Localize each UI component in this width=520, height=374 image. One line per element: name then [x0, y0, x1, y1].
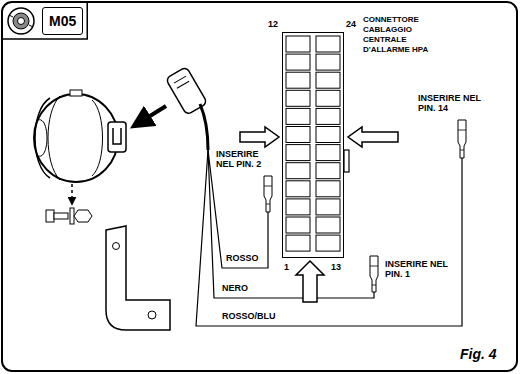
pin-cell: [286, 36, 310, 52]
pin-cell: [286, 235, 310, 251]
block-arrow: [296, 261, 324, 302]
wire-color-label: ROSSO: [226, 253, 259, 263]
pin-cell: [286, 163, 310, 179]
header-frame: [2, 2, 87, 39]
connector-tab: [344, 150, 349, 172]
siren-icon: [8, 8, 34, 34]
module-code: M05: [49, 13, 76, 29]
block-arrow: [240, 127, 279, 147]
wire: [208, 150, 374, 298]
pin-cell: [286, 72, 310, 88]
dashed-arrow: [71, 184, 73, 204]
terminal: [370, 256, 378, 292]
figure-caption: Fig. 4: [458, 346, 499, 362]
pin-cell: [316, 217, 340, 233]
pin-cell: [286, 90, 310, 106]
bracket: [106, 226, 170, 330]
instruction-label: INSERIRE NEL PIN. 1: [385, 259, 455, 279]
pin-number: 24: [346, 19, 356, 29]
siren: [34, 90, 126, 182]
connector-cells: [286, 36, 340, 251]
pin-cell: [316, 90, 340, 106]
module-code-box: M05: [42, 7, 83, 35]
pin-number: 13: [331, 262, 341, 272]
pin-cell: [286, 127, 310, 143]
wire-color-label: NERO: [222, 283, 248, 293]
bolt-and-nut: [46, 208, 92, 224]
cable: [200, 104, 208, 150]
pin-cell: [286, 199, 310, 215]
pin-cell: [286, 54, 310, 70]
connector-title: CONNETTORE CABLAGGIO CENTRALE D'ALLARME …: [363, 15, 439, 55]
frame: [2, 2, 517, 371]
terminal: [458, 120, 466, 158]
pin-cell: [316, 163, 340, 179]
insert-arrow: [134, 106, 166, 126]
pin-cell: [316, 199, 340, 215]
wire-color-label: ROSSO/BLU: [222, 311, 276, 321]
pin-cell: [316, 54, 340, 70]
pin-cell: [286, 145, 310, 161]
pin-cell: [286, 181, 310, 197]
pin-cell: [316, 36, 340, 52]
instruction-label: INSERIRE NEL PIN. 2: [216, 149, 276, 169]
instruction-label: INSERIRE NEL PIN. 14: [418, 93, 492, 113]
pin-cell: [286, 108, 310, 124]
block-arrow: [348, 127, 398, 147]
pin-cell: [316, 145, 340, 161]
terminal: [264, 176, 272, 212]
pin-number: 1: [284, 262, 289, 272]
pin-number: 12: [268, 19, 278, 29]
wire: [196, 150, 462, 326]
pin-cell: [316, 72, 340, 88]
pin-cell: [316, 127, 340, 143]
pin-cell: [286, 217, 310, 233]
pin-cell: [316, 181, 340, 197]
connector-block: CONNETTORE CABLAGGIO CENTRALE D'ALLARME …: [282, 32, 344, 258]
pin-cell: [316, 235, 340, 251]
pin-cell: [316, 108, 340, 124]
